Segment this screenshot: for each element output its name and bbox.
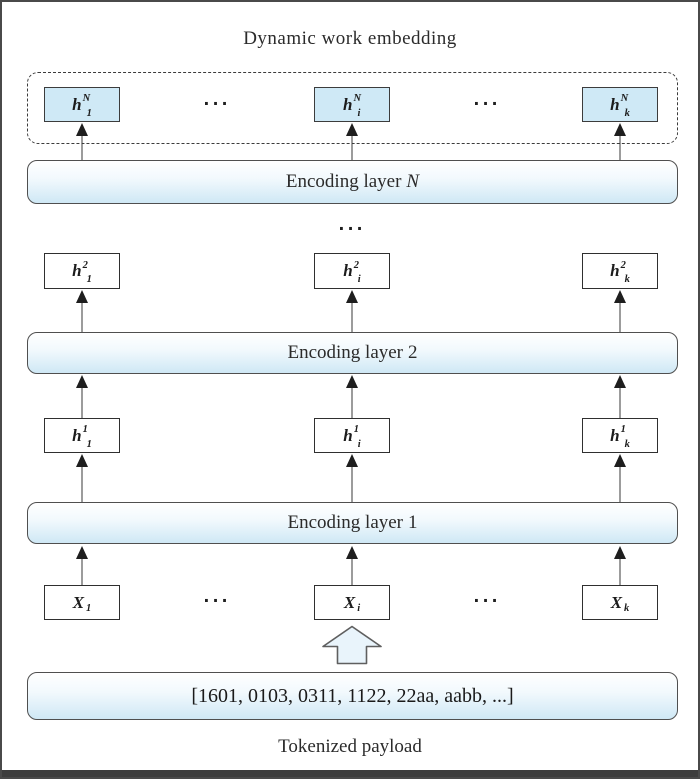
up-arrow	[75, 290, 89, 332]
tokenized-payload-box: [1601, 0103, 0311, 1122, 22aa, aabb, ...…	[27, 672, 678, 720]
up-arrow	[345, 546, 359, 585]
layer-label: Encoding layer	[287, 342, 404, 363]
layer-label: Encoding layer	[285, 171, 402, 192]
layer-index: 1	[408, 512, 418, 533]
up-arrow	[75, 454, 89, 502]
bottom-border	[2, 770, 698, 777]
up-arrow	[345, 375, 359, 418]
tokenized-payload-label: Tokenized payload	[278, 736, 422, 757]
up-arrow	[613, 290, 627, 332]
ellipsis: ···	[203, 591, 231, 610]
payload-tokens: [1601, 0103, 0311, 1122, 22aa, aabb, ...…	[191, 684, 514, 707]
up-arrow	[613, 375, 627, 418]
block-arrow-icon	[322, 625, 382, 665]
layer-index: N	[406, 171, 420, 192]
up-arrow	[75, 123, 89, 160]
ellipsis: ···	[338, 219, 366, 238]
up-arrow	[75, 375, 89, 418]
layer-index: 2	[408, 342, 418, 363]
up-arrow	[345, 290, 359, 332]
up-arrow	[613, 454, 627, 502]
up-arrow	[75, 546, 89, 585]
ellipsis: ···	[473, 591, 501, 610]
up-arrow	[345, 454, 359, 502]
diagram-title: Dynamic work embedding	[243, 28, 457, 49]
ellipsis: ···	[203, 94, 231, 113]
up-arrow	[613, 123, 627, 160]
up-arrow	[613, 546, 627, 585]
ellipsis: ···	[473, 94, 501, 113]
layer-label: Encoding layer	[287, 512, 404, 533]
up-arrow	[345, 123, 359, 160]
